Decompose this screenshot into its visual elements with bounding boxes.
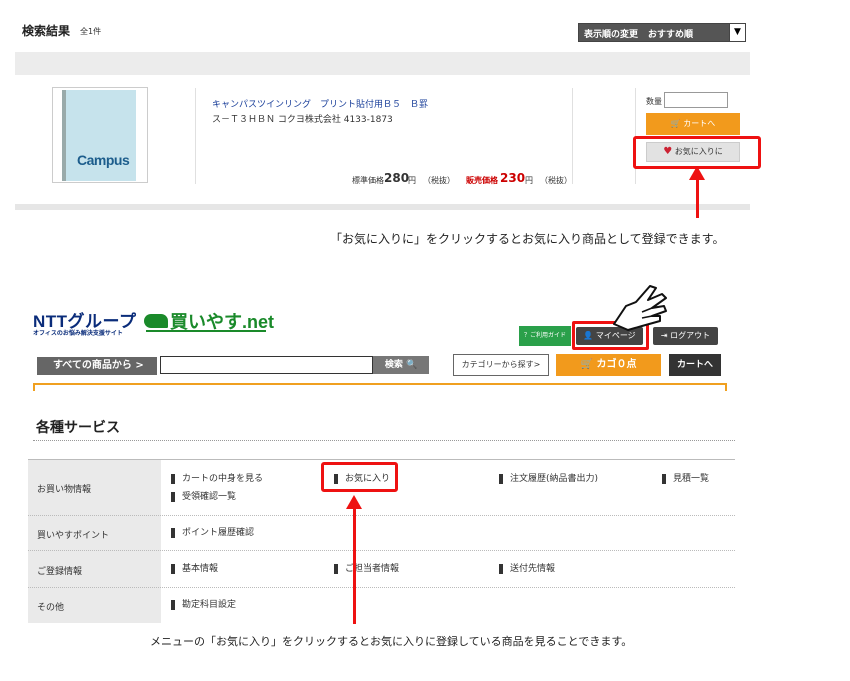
services-title: 各種サービス	[36, 420, 120, 436]
to-cart-button[interactable]: カートへ	[669, 354, 721, 376]
category-other: その他	[37, 603, 65, 613]
basket-icon: 🛒	[580, 359, 593, 370]
sale-price: 230	[500, 171, 526, 185]
menu-link-cart-contents[interactable]: カートの中身を見る	[171, 474, 263, 484]
leaf-logo-icon	[144, 314, 168, 328]
category-label: カテゴリーから探す	[461, 360, 534, 369]
menu-link-contact-person[interactable]: ご担当者情報	[334, 564, 399, 574]
notebook-brand-label: Campus	[77, 152, 130, 168]
results-header-band	[15, 52, 750, 75]
row-divider	[28, 550, 735, 551]
logo-tagline: オフィスのお悩み解決支援サイト	[33, 330, 123, 337]
services-category-column	[28, 459, 161, 623]
annotation-caption: メニューの「お気に入り」をクリックするとお気に入りに登録している商品を見ることで…	[150, 635, 633, 648]
menu-link-receipt-confirmation[interactable]: 受領確認一覧	[171, 492, 236, 502]
cart-icon: 🛒	[670, 119, 681, 128]
result-count: 全1件	[80, 27, 102, 36]
chevron-right-icon: >	[135, 360, 144, 371]
category-shopping: お買い物情報	[37, 485, 92, 495]
header-divider	[33, 383, 727, 385]
user-icon: 👤	[583, 331, 594, 340]
standard-price: 280	[384, 171, 410, 185]
search-input[interactable]	[160, 356, 373, 374]
logout-label: ログアウト	[670, 331, 711, 340]
search-icon: 🔍	[405, 360, 418, 370]
logout-icon: ⇥	[660, 331, 668, 340]
chevron-down-icon[interactable]: ▼	[729, 24, 745, 41]
cart-button-label: カートへ	[683, 119, 716, 128]
row-divider	[28, 587, 735, 588]
search-button-label: 検索	[384, 360, 403, 370]
menu-link-order-history[interactable]: 注文履歴(納品書出力)	[499, 474, 598, 484]
highlight-box	[572, 321, 649, 350]
annotation-arrow	[696, 176, 699, 218]
tax-note: （税抜）	[423, 176, 455, 185]
product-name-link[interactable]: キャンパスツインリング プリント貼付用Ｂ５ Ｂ罫	[212, 100, 429, 110]
sort-label: 表示順の変更	[584, 30, 639, 40]
menu-link-favorites[interactable]: お気に入り	[334, 474, 390, 484]
favorite-button-label: お気に入りに	[674, 147, 723, 156]
pointing-hand-icon	[613, 285, 667, 331]
logo-underline	[146, 330, 266, 332]
site-brand-logo[interactable]: 買いやす.net	[170, 312, 275, 332]
highlight-box	[321, 462, 398, 492]
add-favorite-button[interactable]: ♥ お気に入りに	[646, 142, 740, 162]
mypage-label: マイページ	[595, 331, 636, 340]
category-points: 買いやすポイント	[37, 531, 110, 541]
divider	[572, 88, 573, 184]
quantity-input[interactable]	[664, 92, 728, 108]
all-products-button[interactable]: すべての商品から >	[37, 357, 157, 375]
results-footer-band	[15, 204, 750, 210]
ntt-group-logo[interactable]: NTTグループ	[33, 312, 137, 331]
arrow-up-icon	[689, 166, 705, 180]
sort-value[interactable]: おすすめ順	[648, 30, 694, 40]
product-code: ス－Ｔ３ＨＢＮ コクヨ株式会社 4133-1873	[212, 115, 393, 125]
heart-icon: ♥	[663, 146, 673, 157]
yen-unit: 円	[408, 176, 416, 185]
quantity-label: 数量	[646, 97, 662, 106]
chevron-right-icon: >	[533, 360, 541, 369]
search-results-title: 検索結果	[22, 24, 71, 38]
all-products-label: すべての商品から	[53, 360, 132, 371]
divider	[33, 440, 735, 441]
logout-button[interactable]: ⇥ ログアウト	[653, 327, 718, 345]
divider	[28, 459, 735, 460]
menu-link-point-history[interactable]: ポイント履歴確認	[171, 528, 254, 538]
header-divider	[725, 383, 727, 391]
row-divider	[28, 515, 735, 516]
menu-link-account-settings[interactable]: 勘定科目設定	[171, 600, 236, 610]
yen-unit: 円	[525, 176, 533, 185]
menu-link-basic-info[interactable]: 基本情報	[171, 564, 218, 574]
basket-label: カゴ０点	[596, 359, 637, 370]
basket-button[interactable]: 🛒 カゴ０点	[556, 354, 661, 376]
divider	[195, 88, 196, 184]
category-registration: ご登録情報	[37, 567, 83, 577]
menu-link-shipping-address[interactable]: 送付先情報	[499, 564, 555, 574]
menu-link-quotes[interactable]: 見積一覧	[662, 474, 709, 484]
annotation-caption: 「お気に入りに」をクリックするとお気に入り商品として登録できます。	[330, 232, 725, 246]
guide-button[interactable]: ？ご利用ガイド	[519, 326, 571, 346]
tax-note: （税抜）	[540, 176, 572, 185]
notebook-image	[62, 90, 136, 181]
annotation-arrow	[353, 504, 356, 624]
add-to-cart-button[interactable]: 🛒 カートへ	[646, 113, 740, 135]
arrow-up-icon	[346, 495, 362, 509]
category-button[interactable]: カテゴリーから探す>	[453, 354, 549, 376]
sort-select[interactable]	[578, 23, 746, 42]
highlight-box	[633, 136, 761, 169]
mypage-button[interactable]: 👤 マイページ	[576, 327, 643, 345]
standard-price-label: 標準価格	[352, 176, 384, 185]
sale-price-label: 販売価格	[466, 176, 498, 185]
search-button[interactable]: 検索 🔍	[373, 356, 429, 374]
header-divider	[33, 383, 35, 391]
